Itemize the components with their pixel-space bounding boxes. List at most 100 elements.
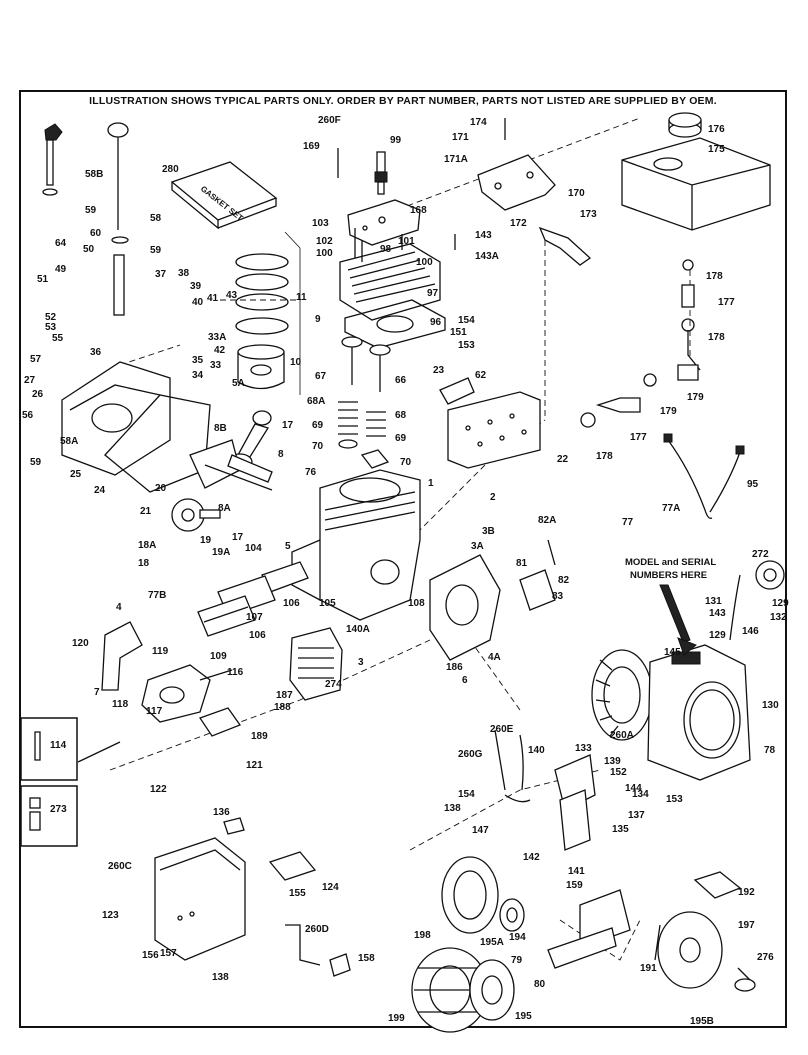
part-label-42: 42 (214, 345, 226, 356)
part-label-170: 170 (568, 188, 585, 199)
part-label-197: 197 (738, 920, 755, 931)
valve-springs (338, 401, 390, 469)
part-label-154: 154 (458, 315, 475, 326)
crankcase-gasket-24 (104, 394, 211, 493)
part-label-260f: 260F (318, 115, 341, 126)
part-label-119: 119 (152, 646, 169, 657)
part-label-56: 56 (22, 410, 34, 421)
part-label-154: 154 (458, 789, 475, 800)
bracket-123 (268, 851, 317, 881)
part-label-122: 122 (150, 784, 167, 795)
part-label-276: 276 (757, 952, 774, 963)
tank-strap-172 (538, 226, 592, 266)
inset-272 (20, 785, 78, 847)
part-label-36: 36 (90, 347, 102, 358)
part-label-272: 272 (752, 549, 769, 560)
inset-273 (20, 717, 121, 781)
part-label-95: 95 (747, 479, 759, 490)
part-label-77a: 77A (662, 503, 680, 514)
ignition-module-82 (519, 539, 556, 611)
part-label-3b: 3B (482, 526, 495, 537)
part-label-260g: 260G (458, 749, 483, 760)
part-label-68: 68 (395, 410, 407, 421)
part-label-260c: 260C (108, 861, 132, 872)
part-label-69: 69 (395, 433, 407, 444)
part-label-76: 76 (305, 467, 317, 478)
part-label-133: 133 (575, 743, 592, 754)
part-label-147: 147 (472, 825, 489, 836)
bracket-191 (547, 927, 617, 969)
part-label-78: 78 (764, 745, 776, 756)
part-label-24: 24 (94, 485, 106, 496)
decal-260c (223, 817, 245, 835)
part-label-153: 153 (458, 340, 475, 351)
part-label-19: 19 (200, 535, 212, 546)
part-label-136: 136 (213, 807, 230, 818)
part-label-50: 50 (83, 244, 95, 255)
part-label-140: 140 (528, 745, 545, 756)
part-label-99: 99 (390, 135, 402, 146)
part-label-83: 83 (552, 591, 564, 602)
breather-cover-62 (439, 377, 475, 405)
part-label-35: 35 (192, 355, 204, 366)
wheel-195a (441, 856, 499, 934)
part-label-139: 139 (604, 756, 621, 767)
part-label-64: 64 (55, 238, 67, 249)
part-label-130: 130 (762, 700, 779, 711)
part-label-70: 70 (400, 457, 412, 468)
part-label-60: 60 (90, 228, 102, 239)
part-label-140a: 140A (346, 624, 370, 635)
diagram-frame: ILLUSTRATION SHOWS TYPICAL PARTS ONLY. O… (19, 90, 787, 1028)
part-label-100: 100 (416, 257, 433, 268)
blower-shield-22 (447, 391, 541, 469)
part-label-66: 66 (395, 375, 407, 386)
part-label-11: 11 (296, 292, 307, 303)
part-label-10: 10 (290, 357, 302, 368)
part-label-129: 129 (772, 598, 789, 609)
part-label-3a: 3A (471, 541, 484, 552)
part-label-121: 121 (246, 760, 263, 771)
part-label-59: 59 (150, 245, 162, 256)
handle-197 (693, 871, 742, 899)
part-label-260a: 260A (610, 730, 634, 741)
part-label-194: 194 (509, 932, 526, 943)
part-label-52: 52 (45, 312, 57, 323)
part-label-188: 188 (274, 702, 291, 713)
blower-housing-130 (647, 644, 751, 781)
carburetor (141, 664, 233, 723)
part-label-97: 97 (427, 288, 439, 299)
part-label-173: 173 (580, 209, 597, 220)
oil-fill-tube-58 (107, 122, 129, 316)
part-label-120: 120 (72, 638, 89, 649)
part-label-158: 158 (358, 953, 375, 964)
part-label-153: 153 (666, 794, 683, 805)
part-label-41: 41 (207, 293, 219, 304)
part-label-157: 157 (160, 948, 177, 959)
air-cleaner-cover-155 (154, 837, 246, 961)
part-label-199: 199 (388, 1013, 405, 1024)
valves (341, 336, 391, 392)
cylinder-block-1 (291, 469, 421, 621)
part-label-195: 195 (515, 1011, 532, 1022)
part-label-132: 132 (770, 612, 787, 623)
part-label-155: 155 (289, 888, 306, 899)
part-label-176: 176 (708, 124, 725, 135)
part-label-143a: 143A (475, 251, 499, 262)
part-label-192: 192 (738, 887, 755, 898)
spark-plug (374, 151, 388, 195)
model-serial-note-line2: NUMBERS HERE (630, 570, 707, 581)
knob-199 (734, 967, 756, 992)
ignition-wire-95 (663, 433, 745, 519)
part-label-189: 189 (251, 731, 268, 742)
part-label-33a: 33A (208, 332, 226, 343)
part-label-26: 26 (32, 389, 44, 400)
part-label-142: 142 (523, 852, 540, 863)
part-label-146: 146 (742, 626, 759, 637)
part-label-23: 23 (433, 365, 445, 376)
part-label-138: 138 (444, 803, 461, 814)
part-label-21: 21 (140, 506, 152, 517)
part-label-17: 17 (282, 420, 294, 431)
part-label-137: 137 (628, 810, 645, 821)
part-label-82a: 82A (538, 515, 556, 526)
